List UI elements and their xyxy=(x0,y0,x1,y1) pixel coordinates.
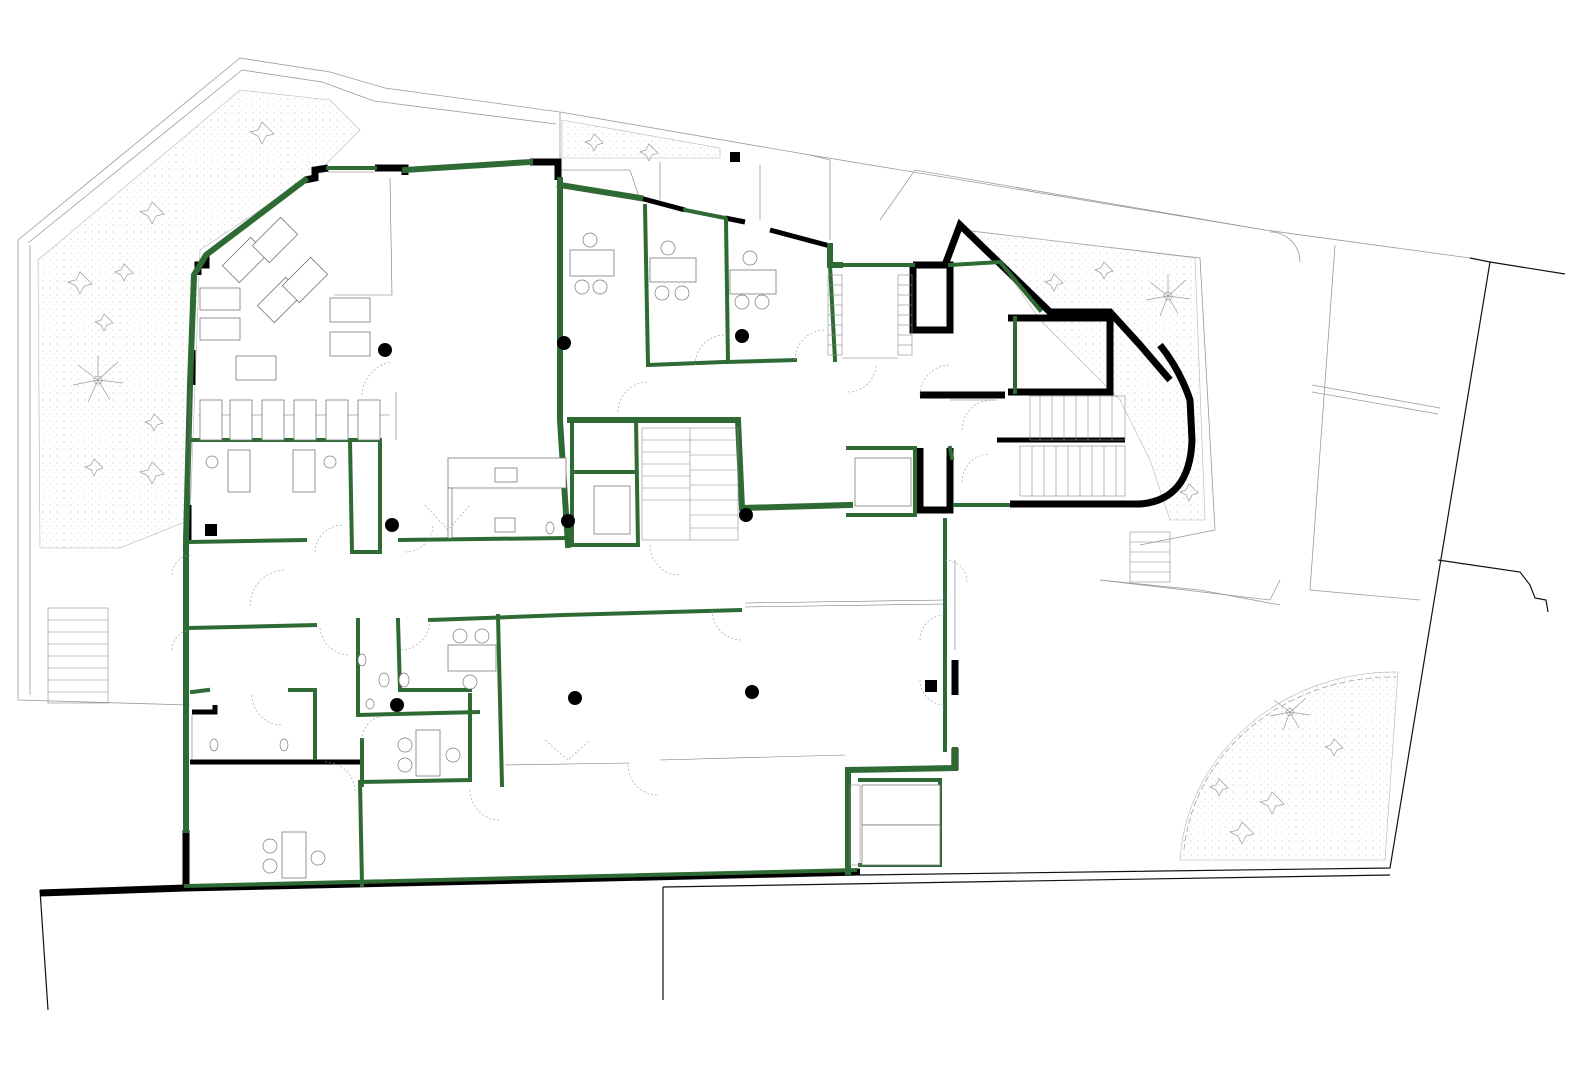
garden-quarter-circle xyxy=(1179,671,1399,861)
column-icon xyxy=(205,152,937,712)
plant-icon xyxy=(66,121,1344,845)
main-stair xyxy=(641,427,739,541)
exterior-stair-right xyxy=(1129,531,1171,583)
site-context xyxy=(17,57,1566,1011)
garden-top xyxy=(561,119,721,159)
chair-icon xyxy=(205,232,770,874)
garden-left xyxy=(37,89,361,549)
side-stair xyxy=(827,274,913,866)
exterior-stair xyxy=(47,607,109,704)
treatment-beds xyxy=(199,216,381,493)
fire-stair xyxy=(1019,395,1126,497)
toilet-icon xyxy=(209,521,555,752)
kitchen-counter xyxy=(424,457,567,539)
door-swing-icon xyxy=(171,329,993,821)
stair-icon xyxy=(641,274,1126,866)
desks xyxy=(281,249,941,879)
furniture xyxy=(199,216,941,879)
